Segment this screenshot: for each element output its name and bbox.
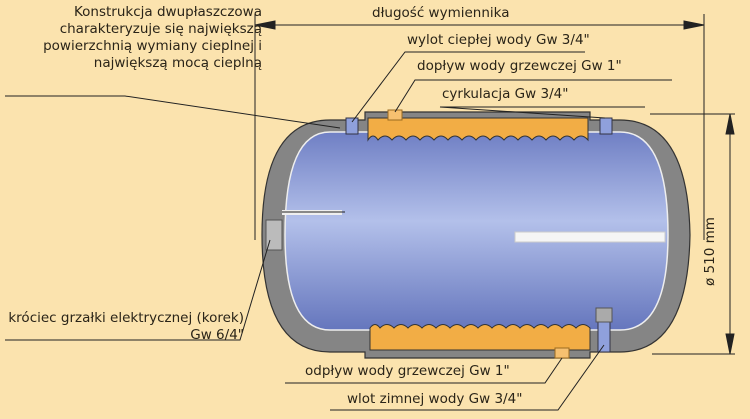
circulation-label: cyrkulacja Gw 3/4": [442, 86, 569, 102]
heater-port-label: króciec grzałki elektrycznej (korek) Gw …: [8, 310, 244, 343]
heating-outlet-pipe: [554, 347, 570, 359]
length-dimension: [254, 14, 705, 240]
top-jacket: [367, 117, 589, 142]
anode-rod: [514, 231, 666, 243]
cold-water-inlet-label: wlot zimnej wody Gw 3/4": [347, 391, 523, 407]
diameter-label: ø 510 mm: [702, 217, 718, 286]
circulation-pipe: [599, 117, 613, 135]
arrow-up-icon: [725, 113, 735, 135]
description-label: Konstrukcja dwupłaszczowa charakteryzuje…: [43, 4, 262, 71]
leader-lines: [5, 51, 672, 411]
arrow-left-icon: [254, 20, 276, 30]
hot-water-outlet-label: wylot ciepłej wody Gw 3/4": [407, 32, 590, 48]
cold-water-inlet-cap: [595, 307, 613, 323]
length-label: długość wymiennika: [372, 5, 510, 21]
heating-water-outlet-label: odpływ wody grzewczej Gw 1": [305, 363, 510, 379]
hot-water-outlet-pipe: [345, 117, 359, 135]
bottom-jacket: [369, 324, 591, 351]
cold-water-inlet-pipe: [597, 321, 611, 353]
inner-tank: [284, 131, 669, 331]
arrow-down-icon: [725, 333, 735, 355]
heating-water-inlet-label: dopływ wody grzewczej Gw 1": [417, 58, 622, 74]
heating-inlet-pipe: [387, 109, 403, 121]
heater-plug: [265, 219, 283, 251]
diameter-dimension: [650, 113, 735, 355]
arrow-right-icon: [683, 20, 705, 30]
